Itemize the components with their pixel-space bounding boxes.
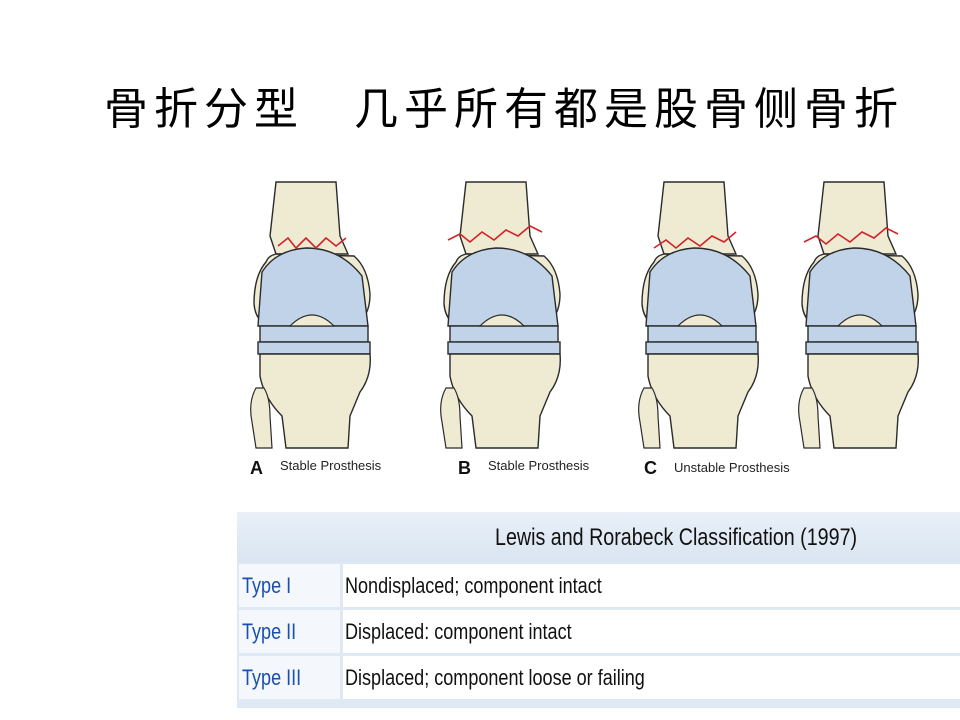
knee-fracture-figure: A Stable Prosthesis B Stable Prosthesis …: [236, 176, 960, 492]
table-row: Type I Nondisplaced; component intact: [237, 564, 960, 607]
table-row: Type II Displaced: component intact: [237, 610, 960, 653]
table-row: Type III Displaced; component loose or f…: [237, 656, 960, 699]
type-cell: Type II: [239, 610, 340, 653]
fracture-line: [447, 225, 543, 244]
knee-panel-c1: [637, 181, 759, 449]
type-cell: Type I: [239, 564, 340, 607]
panel-letter-a: A: [250, 458, 263, 478]
panel-caption-c: Unstable Prosthesis: [674, 460, 790, 475]
classification-table: Lewis and Rorabeck Classification (1997)…: [237, 512, 960, 708]
description-text: Displaced: component intact: [345, 619, 572, 644]
type-label: Type III: [242, 665, 302, 690]
slide-title: 骨折分型 几乎所有都是股骨侧骨折: [104, 84, 904, 135]
table-title: Lewis and Rorabeck Classification (1997): [495, 524, 858, 551]
panel-caption-b: Stable Prosthesis: [488, 458, 590, 473]
description-cell: Displaced; component loose or failing: [343, 656, 960, 699]
description-text: Displaced; component loose or failing: [345, 665, 645, 690]
panel-letter-c: C: [644, 458, 657, 478]
description-text: Nondisplaced; component intact: [345, 573, 602, 598]
fracture-line: [277, 236, 347, 250]
type-label: Type I: [242, 573, 292, 598]
type-cell: Type III: [239, 656, 340, 699]
fracture-line: [803, 227, 899, 246]
knee-panel-c2: [797, 181, 919, 449]
description-cell: Nondisplaced; component intact: [343, 564, 960, 607]
type-label: Type II: [242, 619, 297, 644]
table-header: Lewis and Rorabeck Classification (1997): [237, 512, 960, 562]
knee-panel-b: [439, 181, 561, 449]
knee-illustration: A Stable Prosthesis B Stable Prosthesis …: [249, 181, 919, 478]
panel-caption-a: Stable Prosthesis: [280, 458, 382, 473]
knee-panel-a: [249, 181, 371, 449]
panel-letter-b: B: [458, 458, 471, 478]
description-cell: Displaced: component intact: [343, 610, 960, 653]
fracture-line: [653, 231, 737, 250]
